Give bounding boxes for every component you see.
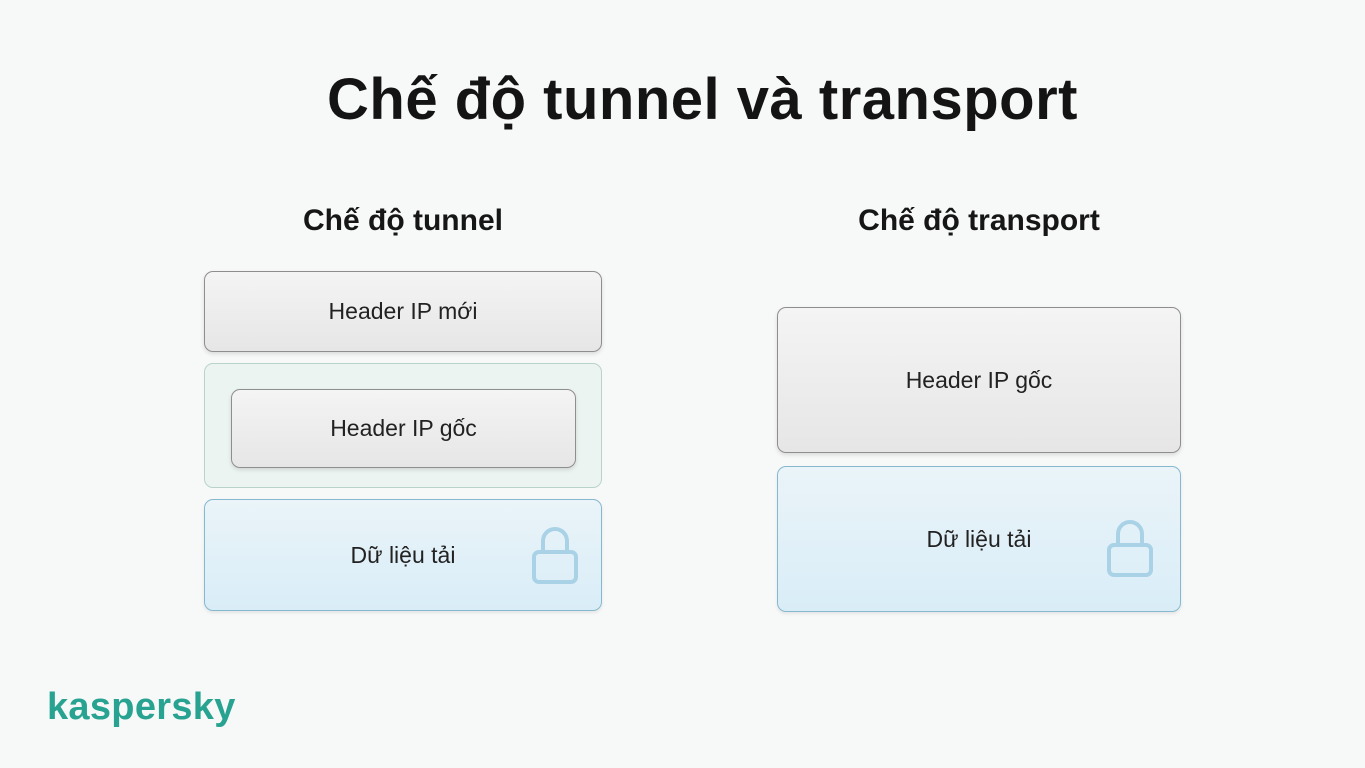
page-title: Chế độ tunnel và transport — [327, 67, 1078, 132]
transport-mode-heading: Chế độ transport — [858, 204, 1100, 237]
tunnel-payload-label: Dữ liệu tải — [350, 541, 456, 568]
lock-icon — [532, 527, 578, 584]
lock-icon — [1107, 520, 1153, 577]
tunnel-payload: Dữ liệu tải — [204, 499, 602, 611]
tunnel-mode-heading: Chế độ tunnel — [303, 204, 503, 237]
tunnel-original-ip-header: Header IP gốc — [231, 389, 576, 468]
tunnel-new-ip-header: Header IP mới — [204, 271, 602, 352]
tunnel-original-ip-header-label: Header IP gốc — [330, 415, 477, 441]
transport-original-ip-header: Header IP gốc — [777, 307, 1181, 453]
tunnel-new-ip-header-label: Header IP mới — [328, 298, 478, 324]
kaspersky-logo: kaspersky — [47, 686, 236, 728]
transport-payload-label: Dữ liệu tải — [926, 525, 1032, 552]
transport-payload: Dữ liệu tải — [777, 466, 1181, 612]
transport-original-ip-header-label: Header IP gốc — [905, 366, 1053, 393]
